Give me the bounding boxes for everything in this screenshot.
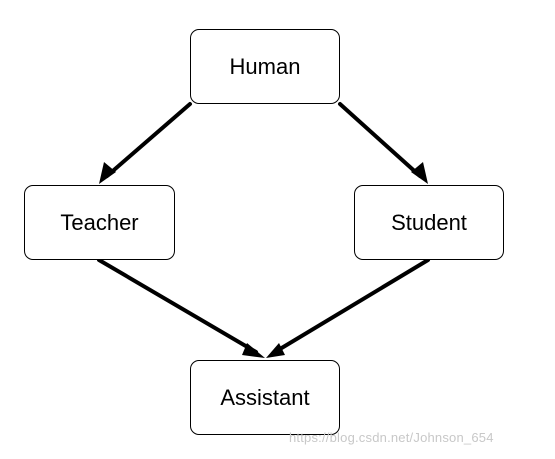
node-teacher: Teacher xyxy=(24,185,175,260)
node-human: Human xyxy=(190,29,340,104)
arrow-human-to-student xyxy=(338,102,428,184)
node-assistant-label: Assistant xyxy=(220,384,310,410)
arrow-teacher-to-assistant xyxy=(97,258,265,358)
node-human-label: Human xyxy=(229,53,301,79)
node-student-label: Student xyxy=(391,209,467,235)
watermark: https://blog.csdn.net/Johnson_654 xyxy=(289,430,494,445)
arrow-student-to-assistant xyxy=(266,258,430,358)
node-teacher-label: Teacher xyxy=(60,209,139,235)
node-assistant: Assistant xyxy=(190,360,340,435)
arrow-human-to-teacher xyxy=(99,102,192,184)
node-student: Student xyxy=(354,185,504,260)
